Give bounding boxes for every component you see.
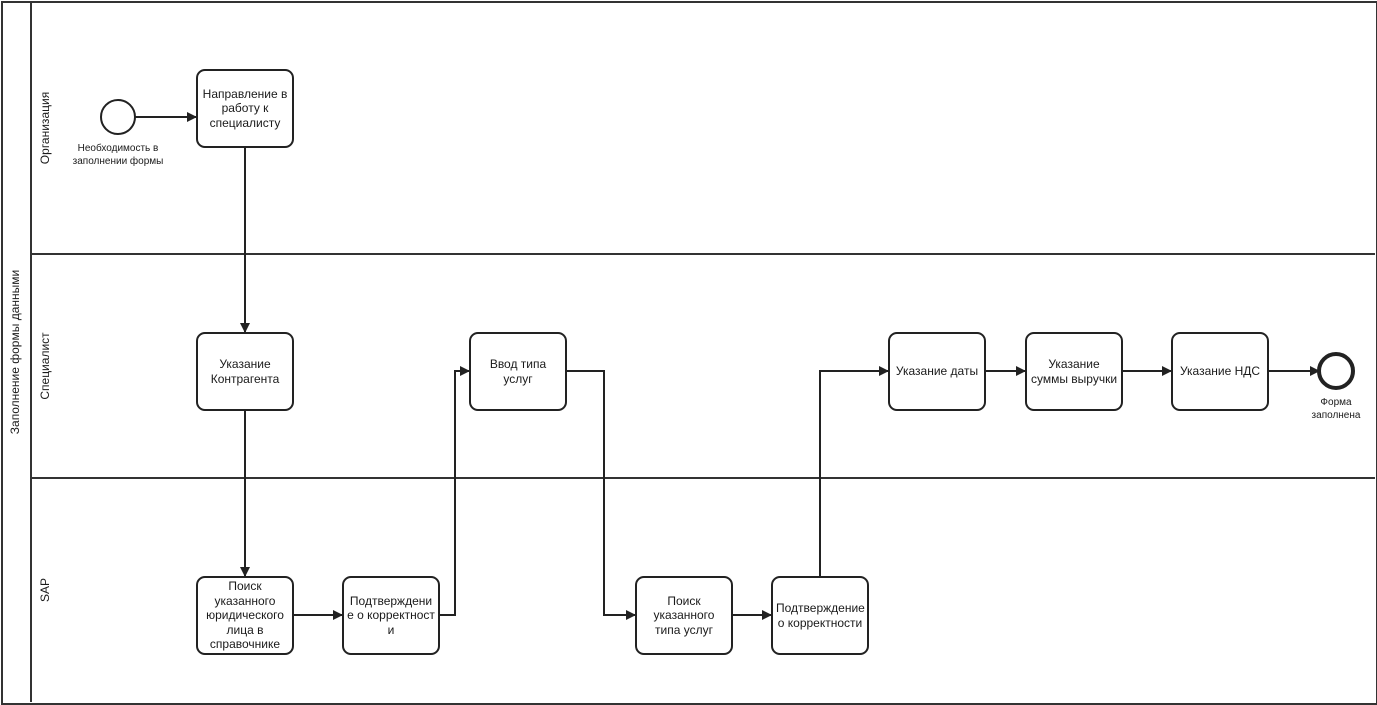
task-label: Указание даты (895, 364, 979, 379)
task-confirm-correctness-1[interactable]: Подтверждение о корректности (342, 576, 440, 655)
task-label: Ввод типа услуг (489, 357, 547, 386)
task-specify-counterparty[interactable]: Указание Контрагента (196, 332, 294, 411)
task-label: Указание НДС (1179, 364, 1261, 379)
task-label: Подтверждение о корректности (347, 593, 435, 637)
lane-label-organization: Организация (38, 91, 52, 165)
task-enter-service-type[interactable]: Ввод типа услуг (469, 332, 567, 411)
task-specify-date[interactable]: Указание даты (888, 332, 986, 411)
end-event-target[interactable] (1318, 353, 1354, 389)
task-label: Направление в работу к специалисту (202, 86, 288, 130)
task-label: Подтверждение о корректности (776, 601, 865, 630)
task-label: Указание Контрагента (210, 357, 280, 386)
task-label: Поиск указанного типа услуг (653, 593, 715, 637)
task-specify-revenue[interactable]: Указание суммы выручки (1025, 332, 1123, 411)
task-search-service-type[interactable]: Поиск указанного типа услуг (635, 576, 733, 655)
flow-confirm-1-to-service-type[interactable] (440, 366, 470, 616)
lane-label-sap: SAP (38, 577, 52, 603)
pool-title: Заполнение формы данными (8, 269, 22, 435)
lane-label-specialist: Специалист (38, 332, 52, 400)
task-confirm-correctness-2[interactable]: Подтверждение о корректности (771, 576, 869, 655)
task-direct-to-specialist[interactable]: Направление в работу к специалисту (196, 69, 294, 148)
end-event-label: Форма заполнена (1311, 397, 1361, 421)
task-specify-vat[interactable]: Указание НДС (1171, 332, 1269, 411)
start-event-label: Необходимость в заполнении формы (72, 143, 164, 167)
task-label: Поиск указанного юридического лица в спр… (206, 579, 284, 652)
task-label: Указание суммы выручки (1030, 357, 1118, 386)
pool-header: Заполнение формы данными (0, 0, 31, 704)
flow-service-type-to-search-service[interactable] (567, 370, 636, 620)
task-search-legal-entity[interactable]: Поиск указанного юридического лица в спр… (196, 576, 294, 655)
flow-confirm-2-to-date[interactable] (819, 366, 889, 576)
start-event-target[interactable] (100, 99, 136, 135)
